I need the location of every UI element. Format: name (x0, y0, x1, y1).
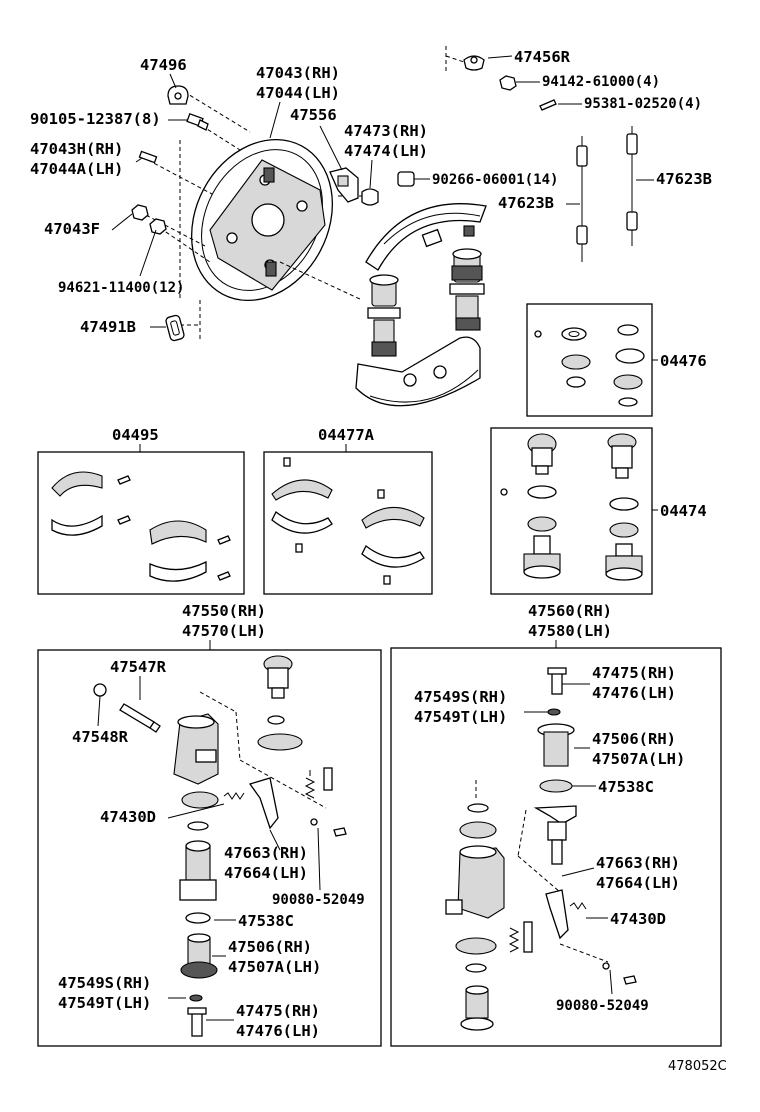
label-47663rh-left: 47663(RH) (224, 844, 308, 862)
label-47491b: 47491B (80, 318, 136, 336)
label-95381: 95381-02520(4) (584, 96, 702, 112)
label-47570lh: 47570(LH) (182, 622, 266, 640)
springs-47623b (576, 126, 638, 262)
label-47547r: 47547R (110, 658, 167, 676)
label-47476lh-left: 47476(LH) (236, 1022, 320, 1040)
label-47623b-left: 47623B (498, 194, 554, 212)
label-04476: 04476 (660, 352, 707, 370)
label-47475rh-left: 47475(RH) (236, 1002, 320, 1020)
label-47475rh-right: 47475(RH) (592, 664, 676, 682)
label-90080-right: 90080-52049 (556, 998, 649, 1014)
top-labels: 47496 47043(RH) 47044(LH) 47456R 94142-6… (30, 48, 712, 336)
label-47550rh: 47550(RH) (182, 602, 266, 620)
label-47430d-left: 47430D (100, 808, 156, 826)
label-47476lh-right: 47476(LH) (592, 684, 676, 702)
label-90266: 90266-06001(14) (432, 172, 558, 188)
label-90105: 90105-12387(8) (30, 110, 161, 128)
label-47538c-left: 47538C (238, 912, 294, 930)
label-47664lh-right: 47664(LH) (596, 874, 680, 892)
label-47538c-right: 47538C (598, 778, 654, 796)
label-04477a: 04477A (318, 426, 375, 444)
label-04495: 04495 (112, 426, 159, 444)
label-47044lh: 47044(LH) (256, 84, 340, 102)
label-47430d-right: 47430D (610, 910, 666, 928)
backing-plate-assembly (139, 46, 471, 340)
label-47548r: 47548R (72, 728, 129, 746)
label-94142: 94142-61000(4) (542, 74, 660, 90)
label-47456r: 47456R (514, 48, 571, 66)
label-47664lh-left: 47664(LH) (224, 864, 308, 882)
kit-04477a: 04477A (263, 426, 433, 595)
kit-04474: 04474 (490, 427, 707, 595)
label-47507a-left: 47507A(LH) (228, 958, 321, 976)
label-04474: 04474 (660, 502, 707, 520)
label-47473rh: 47473(RH) (344, 122, 428, 140)
assembly-47560: 47560(RH) 47580(LH) 47475(RH) 47476(LH) … (390, 602, 722, 1047)
label-47580lh: 47580(LH) (528, 622, 612, 640)
label-47044a: 47044A(LH) (30, 160, 123, 178)
label-47556: 47556 (290, 106, 337, 124)
kit-04476: 04476 (526, 303, 707, 417)
label-47496: 47496 (140, 56, 187, 74)
figure-code: 478052C (668, 1059, 727, 1074)
label-47043rh: 47043(RH) (256, 64, 340, 82)
label-47506rh-left: 47506(RH) (228, 938, 312, 956)
label-47560rh: 47560(RH) (528, 602, 612, 620)
label-47549s-right: 47549S(RH) (414, 688, 507, 706)
label-47549t-right: 47549T(LH) (414, 708, 507, 726)
label-47663rh-right: 47663(RH) (596, 854, 680, 872)
label-47506rh-right: 47506(RH) (592, 730, 676, 748)
kit-04495: 04495 (37, 426, 245, 595)
label-47043h: 47043H(RH) (30, 140, 123, 158)
label-90080-left: 90080-52049 (272, 892, 365, 908)
label-47549t-left: 47549T(LH) (58, 994, 151, 1012)
label-47623b-right: 47623B (656, 170, 712, 188)
shoes-and-cylinders (355, 203, 487, 407)
assembly-47550: 47550(RH) 47570(LH) 47547R 47548R 47430D… (37, 602, 382, 1047)
label-47549s-left: 47549S(RH) (58, 974, 151, 992)
hardware-top-left (131, 55, 557, 342)
label-47507a-right: 47507A(LH) (592, 750, 685, 768)
label-94621: 94621-11400(12) (58, 280, 184, 296)
label-47474lh: 47474(LH) (344, 142, 428, 160)
label-47043f: 47043F (44, 220, 100, 238)
